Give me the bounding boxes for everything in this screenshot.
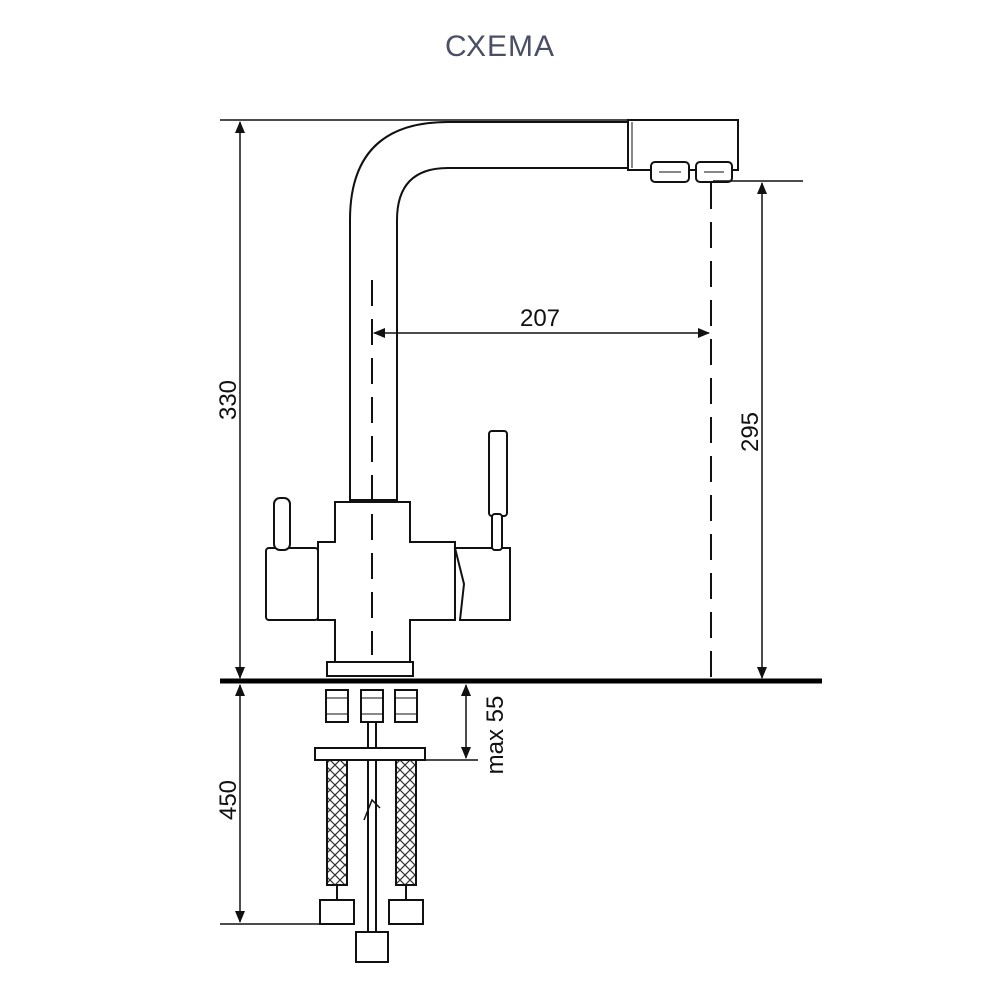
dim-spout-reach-label: 207	[520, 305, 560, 332]
base-flange	[326, 661, 414, 677]
left-handle-stem	[273, 497, 291, 551]
hose-left	[319, 689, 355, 925]
dim-spout-height	[713, 180, 803, 679]
dim-total-height	[220, 119, 632, 679]
dim-max-thread	[425, 684, 478, 761]
right-handle-pivot	[491, 513, 503, 551]
dim-hose-length-label: 450	[215, 780, 242, 820]
body-cross	[317, 501, 456, 663]
dim-hose-length	[220, 684, 322, 925]
hose-center	[355, 689, 389, 963]
spout-outline	[349, 121, 629, 501]
right-handle-block	[453, 547, 511, 621]
page-title: СХЕМА	[445, 30, 555, 63]
dim-max-thread-label: max 55	[482, 696, 509, 775]
dim-total-height-label: 330	[215, 380, 242, 420]
right-handle-lever	[488, 430, 508, 517]
mounting-washer	[314, 747, 426, 761]
hose-right	[388, 689, 424, 925]
dim-spout-height-label: 295	[737, 412, 764, 452]
left-handle-block	[265, 547, 319, 621]
faucet-outline	[265, 119, 739, 963]
